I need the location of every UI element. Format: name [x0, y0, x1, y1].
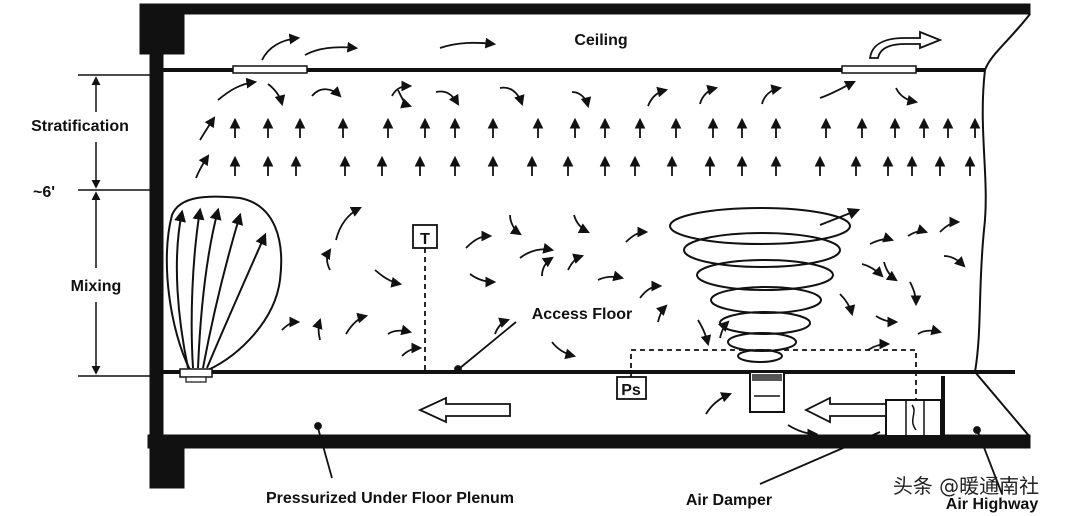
ceiling-exhaust-arrow: [868, 30, 943, 59]
roof-slab: [139, 3, 1031, 15]
access-floor-label: Access Floor: [532, 306, 632, 323]
swirl-plume: [669, 207, 861, 363]
ceiling-grille-left: [232, 65, 308, 74]
stratification-arrows: [229, 117, 981, 176]
pressure-sensor-label: Ps: [621, 382, 641, 399]
thermostat-label: T: [420, 231, 430, 248]
damper-blade: [752, 374, 782, 381]
stratification-label: Stratification: [31, 118, 129, 135]
air-damper-label: Air Damper: [686, 492, 772, 509]
lower-column: [149, 447, 185, 489]
right-wall-edge: [973, 13, 1031, 438]
watermark-text: 头条 @暖通南社: [893, 474, 1039, 498]
left-wall: [149, 13, 164, 485]
mixing-flow-arrows: [195, 33, 966, 440]
height-label: ~6': [33, 184, 55, 201]
diffuser-plume: [165, 195, 283, 371]
mixing-label: Mixing: [71, 278, 122, 295]
plenum-flow-arrow: [417, 396, 511, 424]
highway-divider: [941, 376, 945, 436]
ceiling-grille-right: [841, 65, 917, 74]
floor-diffuser: [179, 368, 213, 378]
control-wire: [630, 349, 917, 402]
leader-lines: [314, 321, 1003, 495]
ceiling-label: Ceiling: [574, 32, 627, 49]
air-highway-label: Air Highway: [946, 496, 1039, 513]
dimension-lines: [78, 74, 150, 377]
floor-diffuser-base: [185, 376, 207, 383]
plenum-label: Pressurized Under Floor Plenum: [266, 490, 514, 507]
damper-flow-arrow: [803, 396, 887, 424]
